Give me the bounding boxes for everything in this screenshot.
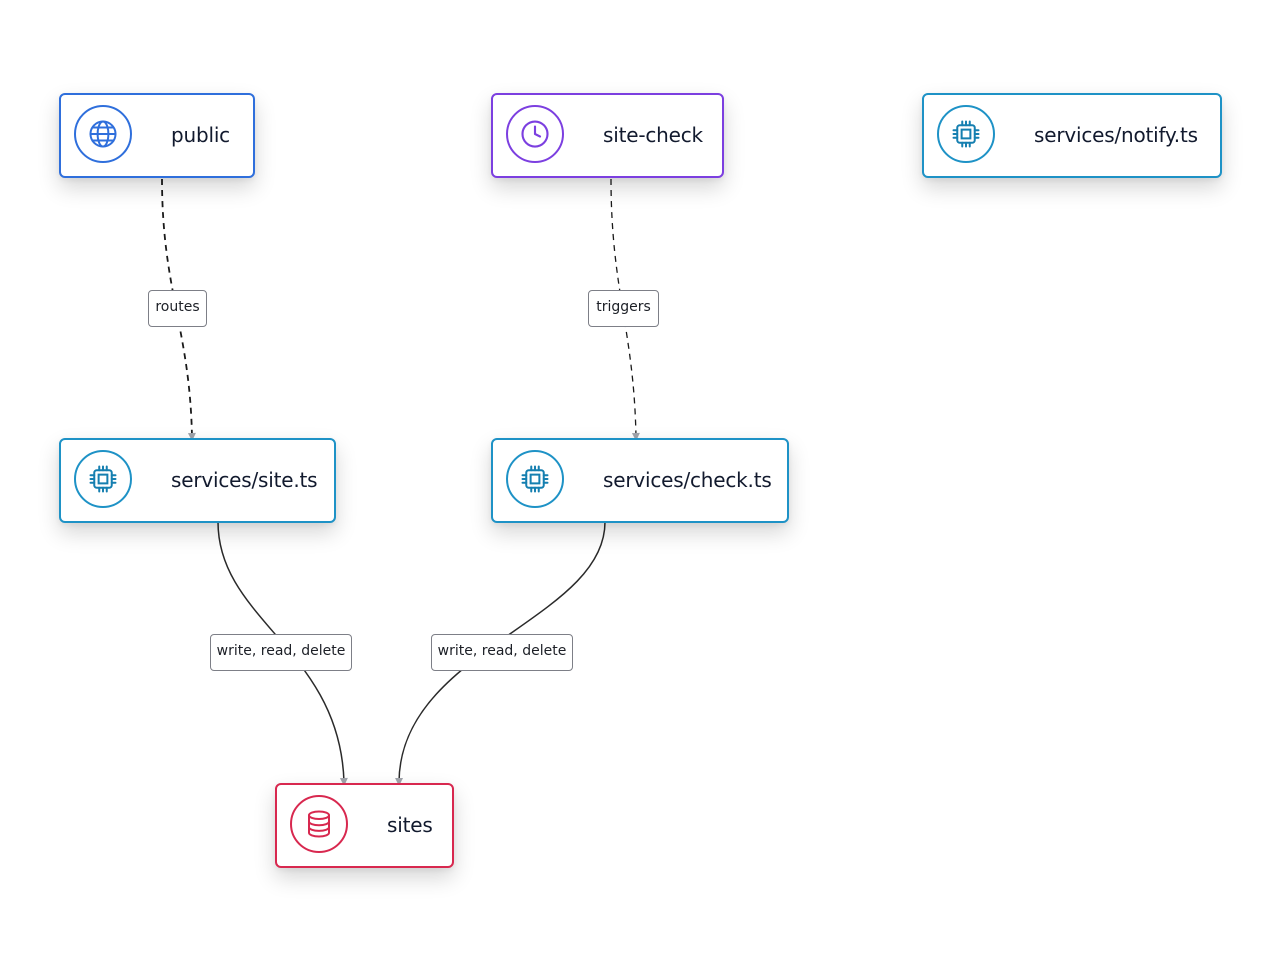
edge-label-check-to-sites: write, read, delete <box>431 634 573 671</box>
node-label: services/site.ts <box>171 468 318 492</box>
node-label: public <box>171 123 230 147</box>
node-label: services/check.ts <box>603 468 772 492</box>
chip-icon <box>506 450 564 508</box>
globe-icon <box>74 105 132 163</box>
chip-icon <box>74 450 132 508</box>
edge-label-triggers: triggers <box>588 290 659 327</box>
node-sites-database[interactable]: sites <box>275 783 454 868</box>
node-public[interactable]: public <box>59 93 255 178</box>
clock-icon <box>506 105 564 163</box>
chip-icon <box>937 105 995 163</box>
edge-triggers <box>610 178 640 441</box>
database-icon <box>290 795 348 853</box>
node-label: site-check <box>603 123 703 147</box>
edge-label-site-to-sites: write, read, delete <box>210 634 352 671</box>
edge-routes <box>161 178 196 441</box>
node-check-service[interactable]: services/check.ts <box>491 438 789 523</box>
node-notify-service[interactable]: services/notify.ts <box>922 93 1222 178</box>
edge-label-routes: routes <box>148 290 207 327</box>
node-label: sites <box>387 813 433 837</box>
node-site-check[interactable]: site-check <box>491 93 724 178</box>
node-label: services/notify.ts <box>1034 123 1198 147</box>
node-site-service[interactable]: services/site.ts <box>59 438 336 523</box>
